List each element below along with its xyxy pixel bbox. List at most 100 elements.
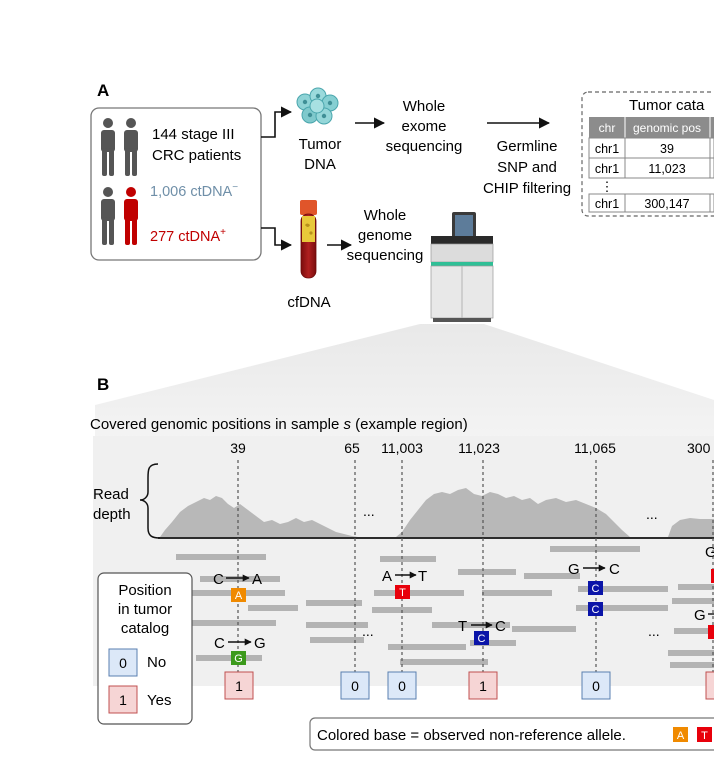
coverage-ellipsis: ... xyxy=(646,506,658,522)
tumor-catalog: Tumor cata chr genomic pos chr1 39 chr1 … xyxy=(581,91,714,217)
legend-no-label: No xyxy=(147,654,166,671)
base-box-T xyxy=(697,727,712,742)
read xyxy=(678,584,714,590)
wes-label-line2: exome xyxy=(401,118,446,135)
base-box-T xyxy=(395,585,410,599)
panel-a-label: A xyxy=(97,81,109,100)
read-depth-label-line2: depth xyxy=(93,506,131,523)
wgs-label-line3: sequencing xyxy=(347,247,424,264)
base-letter: C xyxy=(592,583,600,595)
catalog-indicator-yes xyxy=(468,671,498,700)
mutation-to: G xyxy=(254,635,266,652)
read xyxy=(176,554,266,560)
base-box-T xyxy=(708,625,714,639)
wes-label-line1: Whole xyxy=(403,98,446,115)
base-box-C xyxy=(474,631,489,645)
coverage-track xyxy=(668,518,714,537)
read xyxy=(668,650,714,656)
coverage-track xyxy=(396,488,630,537)
base-box-G xyxy=(231,651,246,665)
patients-count-line1: 144 stage III xyxy=(152,126,235,143)
read xyxy=(576,605,668,611)
base-box-C xyxy=(588,602,603,616)
catalog-cell: 300,147 xyxy=(644,197,689,211)
base-letter: C xyxy=(592,604,600,616)
legend-yes-swatch xyxy=(108,685,138,714)
mutation-annotations: C A A C G G A T T T C C G C C C G G xyxy=(213,544,714,665)
read-depth-label-line1: Read xyxy=(93,486,129,503)
catalog-indicator-yes xyxy=(224,671,254,700)
base-box-partial xyxy=(711,569,714,583)
catalog-indicator-yes xyxy=(705,671,714,700)
read xyxy=(482,590,552,596)
patients-count-line2: CRC patients xyxy=(152,147,241,164)
position-label: 11,065 xyxy=(574,440,616,456)
patients-group-icon xyxy=(101,118,138,245)
position-labels: 39 65 11,003 11,023 11,065 300 xyxy=(230,440,710,456)
legend-title-line3: catalog xyxy=(121,620,169,637)
filter-label-line1: Germline xyxy=(497,138,558,155)
read xyxy=(512,626,576,632)
mutation-to: C xyxy=(495,618,506,635)
read xyxy=(196,655,262,661)
catalog-cell: 11,023 xyxy=(648,162,685,176)
wgs-label-line2: genome xyxy=(358,227,412,244)
catalog-header-row xyxy=(589,117,714,138)
legend-yes-value: 1 xyxy=(119,692,127,708)
tumor-dna-label-line2: DNA xyxy=(304,156,336,173)
base-box-A xyxy=(673,727,688,742)
base-box-C xyxy=(588,581,603,595)
tumor-catalog-title: Tumor cata xyxy=(629,97,705,114)
position-label: 11,023 xyxy=(458,440,500,456)
legend-yes-label: Yes xyxy=(147,692,171,709)
legend-no-swatch xyxy=(108,648,138,677)
cfdna-label: cfDNA xyxy=(287,294,330,311)
read xyxy=(306,600,362,606)
reads-ellipsis: ... xyxy=(362,623,374,639)
position-label: 39 xyxy=(230,440,246,456)
panel-b-title: Covered genomic positions in sample s (e… xyxy=(90,416,468,433)
mutation-to: T xyxy=(418,568,427,585)
catalog-indicator-value: 0 xyxy=(398,678,406,694)
coverage-track xyxy=(160,496,358,537)
mutation-from: T xyxy=(458,618,467,635)
allele-note: Colored base = observed non-reference al… xyxy=(309,717,714,751)
catalog-legend: Position in tumor catalog 0 No 1 Yes xyxy=(97,572,193,725)
read xyxy=(248,605,298,611)
read xyxy=(672,598,714,604)
catalog-indicator-no xyxy=(387,671,417,700)
sequencer-icon xyxy=(430,212,494,322)
position-label: 65 xyxy=(344,440,360,456)
read xyxy=(400,659,488,665)
tumor-dna-label-line1: Tumor xyxy=(299,136,342,153)
catalog-cell: chr1 xyxy=(595,142,619,156)
catalog-indicators: 1 0 0 1 0 xyxy=(224,671,714,700)
read xyxy=(380,556,436,562)
catalog-cell: 39 xyxy=(660,142,674,156)
read xyxy=(550,546,640,552)
read xyxy=(670,662,714,668)
ctdna-negative-count: 1,006 ctDNA− xyxy=(150,182,238,200)
read xyxy=(458,569,516,575)
blood-tube-icon xyxy=(300,200,317,279)
panel-b-label: B xyxy=(97,375,109,394)
person-icon xyxy=(124,118,138,176)
read xyxy=(470,640,516,646)
catalog-indicator-no xyxy=(581,671,611,700)
read xyxy=(388,644,466,650)
mutation-from: G xyxy=(568,561,580,578)
filter-label-line3: CHIP filtering xyxy=(483,180,571,197)
catalog-indicator-value: 0 xyxy=(351,678,359,694)
arrow-icon xyxy=(261,227,293,251)
mutation-from: G xyxy=(694,607,706,624)
arrow-icon xyxy=(261,106,293,138)
tumor-cells-icon xyxy=(296,87,339,125)
legend-title-line1: Position xyxy=(118,582,171,599)
read xyxy=(674,628,714,634)
catalog-header-chr: chr xyxy=(599,121,616,135)
allele-note-frame xyxy=(309,717,714,751)
mutation-from: C xyxy=(214,635,225,652)
base-letter: G xyxy=(234,653,243,665)
read xyxy=(374,590,464,596)
